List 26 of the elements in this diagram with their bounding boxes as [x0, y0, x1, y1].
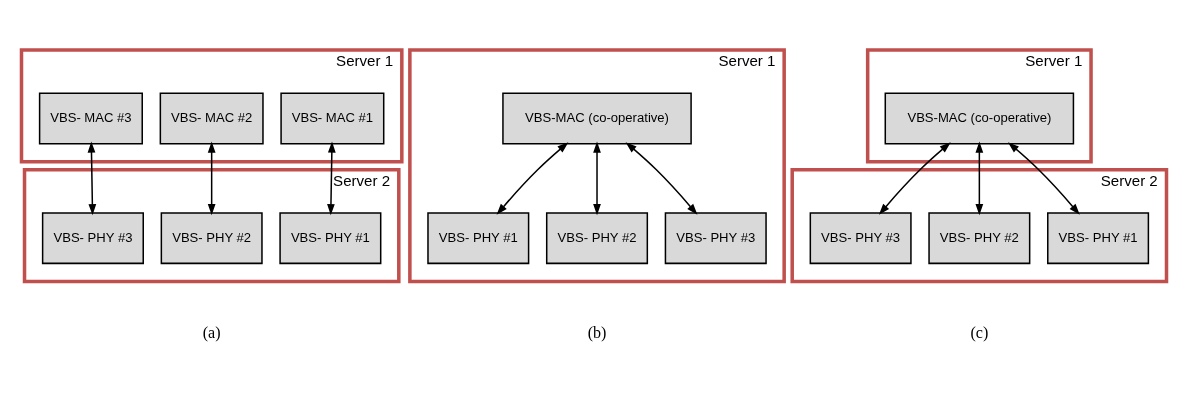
node-box: VBS-MAC (co-operative) — [502, 92, 692, 145]
arrow — [207, 141, 216, 216]
node-box: VBS- PHY #3 — [664, 212, 767, 265]
label: (b) — [587, 323, 607, 341]
node-box: VBS- MAC #3 — [38, 92, 143, 145]
node-box: VBS- PHY #3 — [809, 212, 912, 265]
arrow — [975, 141, 984, 216]
arrow — [87, 141, 97, 216]
node-box: VBS- PHY #2 — [160, 212, 263, 265]
arrow — [496, 142, 569, 215]
node-box: VBS- PHY #2 — [545, 212, 649, 265]
node-box: VBS- PHY #1 — [1047, 212, 1150, 265]
arrow — [327, 141, 336, 216]
label: (a) — [202, 323, 221, 341]
node-box: VBS- MAC #2 — [159, 92, 264, 145]
node-box: VBS- PHY #1 — [279, 212, 382, 265]
node-box: VBS- PHY #3 — [41, 212, 144, 265]
arrow — [625, 142, 698, 215]
label: (c) — [970, 323, 989, 341]
node-box: VBS- MAC #1 — [280, 92, 385, 145]
arrow — [1007, 142, 1080, 215]
node-box: VBS- PHY #1 — [427, 212, 530, 265]
node-box: VBS-MAC (co-operative) — [884, 92, 1075, 145]
arrow — [593, 141, 601, 216]
node-box: VBS- PHY #2 — [928, 212, 1031, 265]
arrow — [878, 142, 951, 215]
